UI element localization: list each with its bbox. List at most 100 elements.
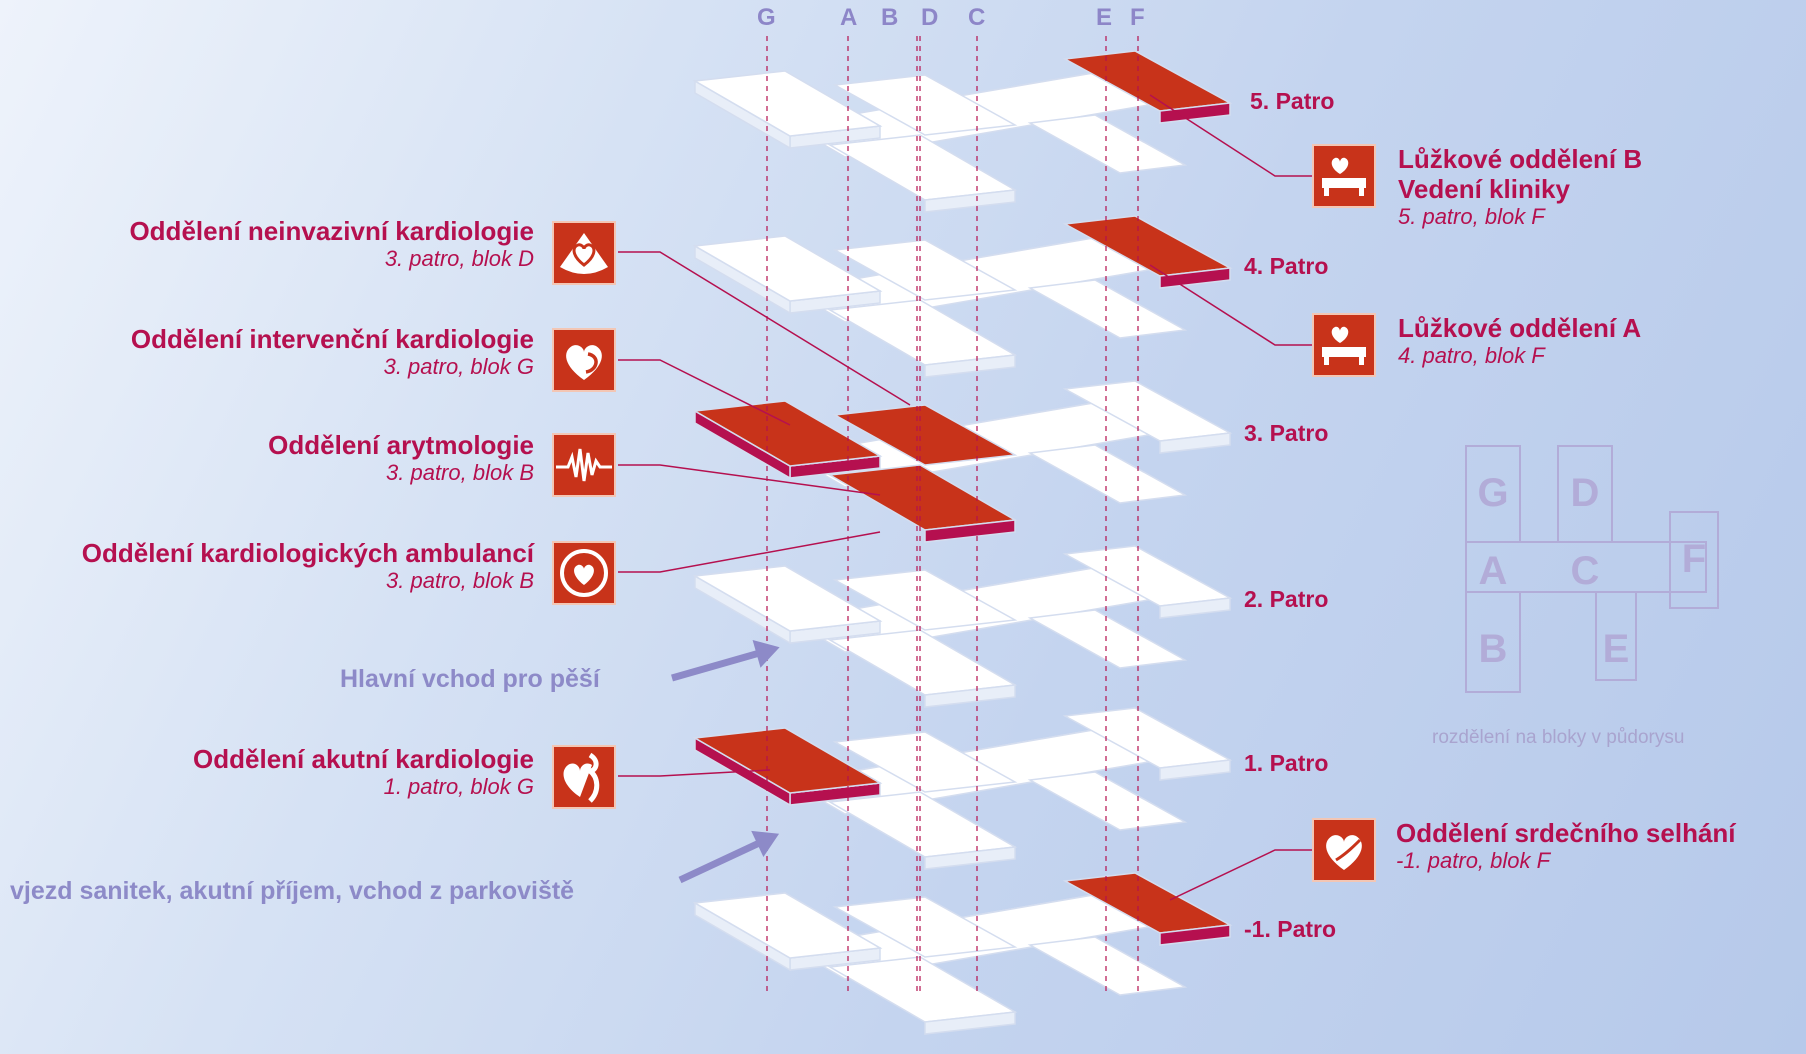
leader-line-6 — [1149, 264, 1312, 346]
dept-ambulance-sub: 3. patro, blok B — [386, 568, 534, 593]
floor-4-block-b-side — [924, 846, 1016, 870]
leader-line-1 — [618, 359, 791, 426]
plan-block-b: B — [1479, 627, 1508, 671]
floor-0-block-e-top — [1027, 114, 1188, 174]
dept-selhani-title: Oddělení srdečního selhání — [1396, 818, 1736, 848]
dept-akutni: Oddělení akutní kardiologie 1. patro, bl… — [193, 744, 534, 800]
heart-hands-icon — [1312, 818, 1376, 882]
plan-block-e: E — [1603, 627, 1630, 671]
floor-3-block-f-side — [1159, 597, 1231, 619]
floor-4-block-e-top — [1027, 771, 1188, 831]
dept-akutni-sub: 1. patro, blok G — [383, 774, 534, 799]
column-label-a: A — [840, 4, 858, 31]
block-floorplan: G D A C F B E — [1465, 445, 1719, 693]
dept-luzkove-a: Lůžkové oddělení A 4. patro, blok F — [1398, 313, 1641, 369]
floor-1-block-b-side — [924, 354, 1016, 378]
column-label-e: E — [1096, 4, 1113, 31]
dept-luzkove-b-sub: 5. patro, blok F — [1398, 204, 1545, 229]
floor-5-block-e-top — [1027, 936, 1188, 996]
floor-3-block-b-top — [827, 629, 1018, 696]
dept-neinvazivni-sub: 3. patro, blok D — [384, 246, 534, 271]
entrance-pedestrian: Hlavní vchod pro pěší — [340, 665, 600, 693]
floor-4-block-g-top — [692, 727, 883, 794]
dept-arytmologie: Oddělení arytmologie 3. patro, blok B — [268, 430, 534, 486]
dept-selhani: Oddělení srdečního selhání -1. patro, bl… — [1396, 818, 1736, 874]
floor-label-2: 2. Patro — [1244, 586, 1329, 612]
leader-line-4 — [618, 769, 771, 777]
floor-2-block-d-top — [832, 404, 1018, 466]
plan-block-g: G — [1477, 471, 1508, 515]
bed-heart-icon — [1312, 313, 1376, 377]
dept-luzkove-b-title: Lůžkové oddělení B — [1398, 144, 1643, 174]
leader-line-2 — [618, 464, 881, 496]
dept-luzkove-b: Lůžkové oddělení B Vedení kliniky 5. pat… — [1398, 144, 1642, 230]
floor-3-block-b-side — [924, 684, 1016, 708]
dept-arytmologie-sub: 3. patro, blok B — [386, 460, 534, 485]
plan-block-a: A — [1479, 549, 1508, 593]
floor-0-block-f-side — [1159, 102, 1231, 124]
floor-0-block-g-top — [692, 70, 883, 137]
ecg-wave-icon — [552, 433, 616, 497]
floor-5-block-b-top — [827, 956, 1018, 1023]
dept-neinvazivni-title: Oddělení neinvazivní kardiologie — [129, 216, 534, 246]
floor-1-block-b-top — [827, 299, 1018, 366]
bed-heart-icon — [1312, 144, 1376, 208]
floor-4-block-b-top — [827, 791, 1018, 858]
floor-5-block-g-top — [692, 892, 883, 959]
floorplan-caption: rozdělení na bloky v půdorysu — [1432, 727, 1685, 748]
dept-ambulance: Oddělení kardiologických ambulancí 3. pa… — [82, 538, 534, 594]
leader-line-5 — [1149, 94, 1312, 177]
column-label-b: B — [881, 4, 899, 31]
floor-4-block-d-top — [832, 731, 1018, 793]
floor-1-block-d-top — [832, 239, 1018, 301]
column-label-c: C — [968, 4, 986, 31]
dept-luzkove-a-sub: 4. patro, blok F — [1398, 343, 1545, 368]
dept-luzkove-a-title: Lůžkové oddělení A — [1398, 313, 1642, 343]
floor-3-block-e-top — [1027, 609, 1188, 669]
dept-intervencni-title: Oddělení intervenční kardiologie — [130, 324, 534, 354]
ambulance-entrance-arrow — [678, 834, 772, 884]
floor-2-block-e-top — [1027, 444, 1188, 504]
pedestrian-entrance-arrow-head — [752, 639, 780, 668]
floor-0-block-b-top — [827, 134, 1018, 201]
floor-0-block-b-side — [924, 189, 1016, 213]
heart-circle-icon — [552, 541, 616, 605]
floor-1-block-e-top — [1027, 279, 1188, 339]
floor-label-1: 1. Patro — [1244, 750, 1329, 776]
heart-catheter-icon — [552, 328, 616, 392]
floor-label-5: 5. Patro — [1250, 88, 1335, 114]
floor-4-block-f-side — [1159, 759, 1231, 781]
floor-5-block-d-top — [832, 896, 1018, 958]
floor-2-block-b-top — [827, 464, 1018, 531]
dept-intervencni-sub: 3. patro, blok G — [383, 354, 534, 379]
floor-2-block-g-top — [692, 400, 883, 467]
leader-line-3 — [618, 531, 881, 573]
floor-5-block-b-side — [924, 1011, 1016, 1035]
floor-5-block-f-side — [1159, 924, 1231, 946]
floor-3-block-g-top — [692, 565, 883, 632]
column-label-f: F — [1130, 4, 1145, 31]
plan-block-d: D — [1571, 471, 1600, 515]
dept-selhani-sub: -1. patro, blok F — [1396, 848, 1551, 873]
column-label-d: D — [921, 4, 939, 31]
dept-luzkove-b-title2: Vedení kliniky — [1398, 174, 1570, 204]
leader-line-0 — [618, 251, 911, 406]
dept-neinvazivni: Oddělení neinvazivní kardiologie 3. patr… — [129, 216, 534, 272]
dept-ambulance-title: Oddělení kardiologických ambulancí — [81, 538, 534, 568]
plan-block-f: F — [1682, 537, 1706, 581]
dept-akutni-title: Oddělení akutní kardiologie — [193, 744, 534, 774]
ambulance-entrance-arrow-head — [751, 830, 780, 857]
echo-heart-icon — [552, 221, 616, 285]
floor-0-block-d-top — [832, 74, 1018, 136]
dept-intervencni: Oddělení intervenční kardiologie 3. patr… — [131, 324, 534, 380]
floor-3-block-d-top — [832, 569, 1018, 631]
floor-1-block-g-top — [692, 235, 883, 302]
pedestrian-entrance-arrow — [671, 646, 771, 682]
leader-line-7 — [1169, 849, 1312, 901]
floor-2-block-f-side — [1159, 432, 1231, 454]
acute-heart-icon — [552, 745, 616, 809]
column-label-g: G — [757, 4, 776, 31]
floor-label-minus1: -1. Patro — [1244, 916, 1337, 942]
floor-2-block-b-side — [924, 519, 1016, 543]
